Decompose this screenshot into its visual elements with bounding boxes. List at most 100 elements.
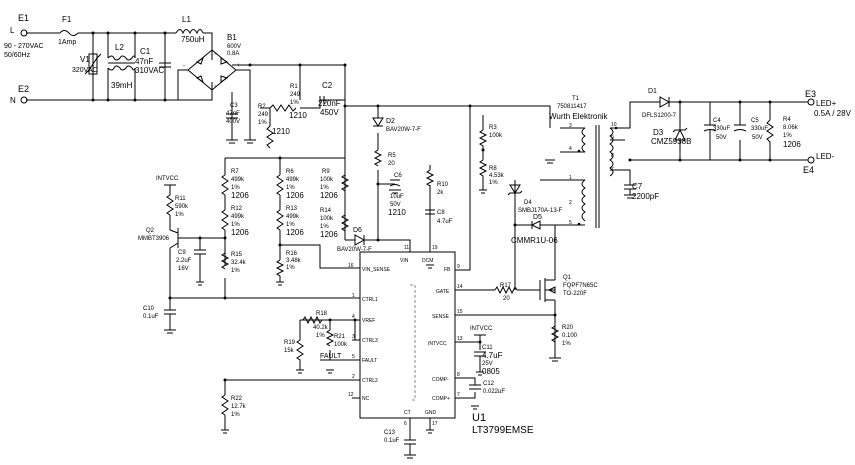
resistor-r19: R19 15k [284, 339, 304, 370]
r9-tol: 1% [320, 185, 329, 191]
c6-ref: C6 [394, 173, 402, 179]
d1-ref: D1 [648, 88, 657, 95]
c5-value1: 330uF [751, 126, 768, 132]
d2-value: BAV20W-7-F [386, 127, 421, 133]
inductor-l1: L1 750uH [175, 15, 205, 44]
t1-part: 750811417 [557, 104, 587, 110]
c13-value: 0.1uF [384, 438, 400, 444]
resistor-r13: R13 499k 1% 1206 [276, 206, 304, 237]
r6-pkg: 1206 [286, 191, 304, 200]
r1-tol: 1% [290, 100, 299, 106]
r9-pkg: 1206 [320, 191, 338, 200]
pin-fb: FB [444, 267, 451, 273]
ground-icon [389, 189, 401, 194]
r13-tol: 1% [286, 222, 295, 228]
resistor-r5: R5 20 [373, 149, 396, 167]
r22-ref: R22 [231, 396, 243, 402]
ground-icon [545, 159, 555, 164]
diode-d2: D2 BAV20W-7-F [372, 117, 421, 133]
pin-gate: GATE [436, 289, 450, 295]
u1-part: LT3799EMSE [472, 425, 534, 436]
pin-num-15: 15 [457, 309, 463, 315]
resistor-r15: R15 32.4k 1% [220, 252, 247, 274]
junctions [91, 31, 772, 382]
r7-pkg: 1206 [231, 191, 249, 200]
d3-ref: D3 [653, 128, 664, 137]
c1-value1: 47nF [135, 57, 153, 66]
b1-ac1: ~ [214, 52, 218, 58]
d6-ref: D6 [353, 227, 362, 234]
c9-value1: 2.2uF [176, 258, 192, 264]
pin-num-19: 19 [432, 245, 438, 251]
resistor-r21: R21 100k [325, 329, 348, 348]
c5-ref: C5 [751, 118, 759, 124]
led-minus-label: LED- [816, 152, 835, 161]
pin-num-3: 3 [352, 334, 355, 340]
pin-num-4: 4 [352, 314, 355, 320]
d2-ref: D2 [386, 118, 395, 125]
input-voltage: 90 - 270VAC [4, 43, 44, 50]
r13-ref: R13 [286, 206, 298, 212]
diode-d6: D6 BAV20W-7-F [337, 227, 372, 253]
c5-value2: 50V [752, 135, 763, 141]
resistor-r9: R9 100k 1% 1206 [320, 169, 350, 200]
c6-pkg: 1210 [388, 208, 406, 217]
r2-tol: 1% [258, 120, 267, 126]
r4-ref: R4 [783, 117, 791, 123]
capacitor-c5: C5 330uF 50V [733, 118, 768, 141]
ground-icon [196, 281, 204, 286]
r7-tol: 1% [231, 185, 240, 191]
e1-label: E1 [18, 13, 29, 23]
input-frequency: 50/60Hz [4, 52, 31, 59]
pin-num-2: 2 [352, 374, 355, 380]
ground-icon [164, 329, 176, 334]
varistor-v1: V1 320VAC [72, 53, 102, 75]
c10-ref: C10 [143, 306, 155, 312]
r18-value: 40.2k [313, 325, 329, 331]
t1-pin-10: 10 [611, 122, 617, 128]
capacitor-c10: C10 0.1uF [143, 306, 176, 330]
pin-num-12: 12 [348, 392, 354, 398]
b1-minus: - [183, 63, 185, 69]
capacitor-c7: C7 2200pF [624, 182, 659, 201]
resistor-r14: R14 100k 1% 1206 [320, 208, 350, 240]
resistor-r16: R16 3.48k 1% [275, 251, 302, 282]
resistor-r7: R7 499k 1% 1206 [221, 169, 249, 200]
resistor-r17: R17 20 [494, 283, 520, 302]
pin-comp-minus: COMP- [432, 377, 449, 383]
neutral-label: N [10, 96, 16, 105]
pin-num-16: 16 [348, 263, 354, 269]
c11-value2: 25V [482, 361, 493, 367]
c12-value: 0.022uF [483, 389, 505, 395]
mosfet-q1: Q1 FQPF7N65C TO-220F [539, 275, 598, 305]
r21-ref: R21 [334, 334, 346, 340]
r14-tol: 1% [320, 224, 329, 230]
output-rating: 0.5A / 28V [814, 109, 852, 118]
d4-ref: D4 [524, 200, 532, 206]
c3-value1: 47nF [226, 111, 240, 117]
t1-pin-1: 1 [569, 175, 572, 181]
r15-ref: R15 [231, 252, 243, 258]
ground-icon [471, 405, 479, 410]
resistor-r2: R2 249 1% 1210 [258, 104, 290, 149]
t1-pin-8: 8 [611, 153, 614, 159]
pin-num-1: 1 [352, 293, 355, 299]
r12-pkg: 1206 [231, 228, 249, 237]
led-plus-label: LED+ [816, 99, 837, 108]
r8-tol: 1% [489, 180, 498, 186]
resistor-r1: R1 249 1% 1210 [269, 84, 307, 120]
c3-value2: 400V [226, 119, 240, 125]
v1-ref: V1 [80, 55, 90, 64]
c4-value2: 50V [716, 135, 727, 141]
common-mode-choke-l2: L2 39mH [107, 43, 136, 90]
c2-value1: 220nF [318, 99, 341, 108]
r5-value: 20 [388, 161, 395, 167]
fault-net: FAULT [320, 353, 342, 360]
pin-num-8: 8 [457, 372, 460, 378]
r16-ref: R16 [286, 251, 298, 257]
b1-value1: 600V [227, 44, 241, 50]
q1-value1: FQPF7N65C [563, 283, 598, 289]
capacitor-c2: C2 220nF 450V [318, 81, 341, 117]
c11-pkg: 0805 [482, 367, 500, 376]
